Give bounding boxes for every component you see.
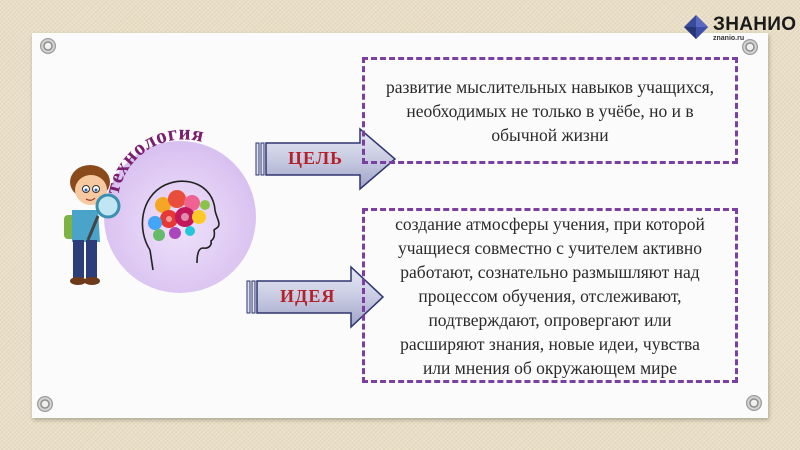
idea-arrow xyxy=(246,265,385,329)
goal-label: ЦЕЛЬ xyxy=(288,148,344,168)
znanio-logo[interactable]: ЗНАНИО znanio.ru xyxy=(684,11,797,45)
grommet-bottom-left-icon xyxy=(37,396,53,412)
logo-title: ЗНАНИО xyxy=(713,14,797,35)
grommet-top-right-icon xyxy=(742,39,758,55)
idea-text-line: процессом обучения, отслеживают, xyxy=(418,285,682,306)
goal-text-line: развитие мыслительных навыков учащихся, xyxy=(385,76,715,97)
idea-text-line: работают, сознательно размышляют над xyxy=(400,261,700,282)
grommet-top-left-icon xyxy=(40,38,56,54)
idea-text-line: или мнения об окружающем мире xyxy=(422,357,678,378)
boy-with-magnifier-icon xyxy=(64,165,121,285)
goal-text-box: развитие мыслительных навыков учащихся, … xyxy=(362,57,738,164)
goal-text-line: обычной жизни xyxy=(491,124,609,145)
idea-text-line: учащиеся совместно с учителем активно xyxy=(397,237,703,258)
idea-text-line: создание атмосферы учения, при которой xyxy=(395,213,705,234)
head-brain-gears-icon xyxy=(141,180,220,271)
idea-text-box: создание атмосферы учения, при которой у… xyxy=(362,208,738,383)
goal-text-line: необходимых не только в учёбе, но и в xyxy=(406,100,694,121)
grommet-bottom-right-icon xyxy=(746,395,762,411)
technology-arc-title: технология xyxy=(100,120,206,196)
idea-text-line: подтверждают, опровергают или xyxy=(428,309,672,330)
idea-label: ИДЕЯ xyxy=(280,286,336,306)
idea-text-line: расширяют знания, новые идеи, чувства xyxy=(400,333,700,354)
logo-subtitle: znanio.ru xyxy=(713,35,745,42)
diamond-logo-icon xyxy=(684,15,708,39)
